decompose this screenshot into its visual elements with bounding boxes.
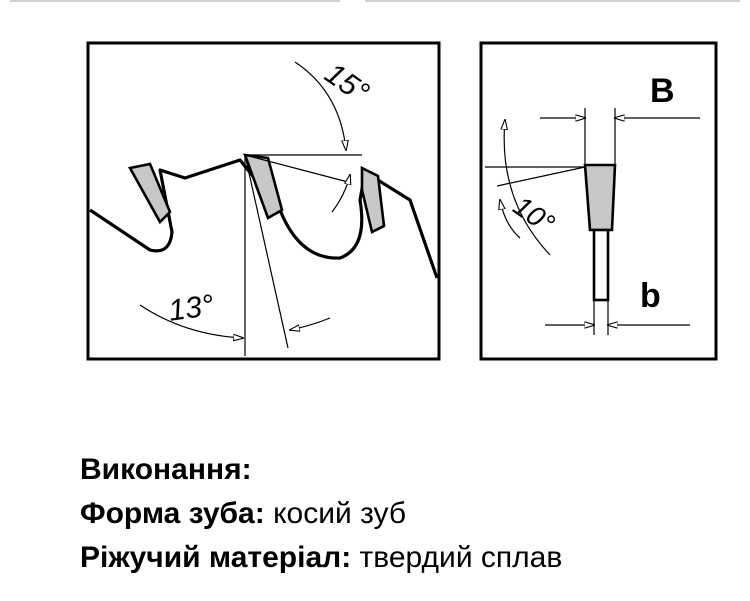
tooth-profile-panel: 15° 13°: [86, 41, 441, 361]
tooth-form-value: косий зуб: [273, 497, 407, 530]
saw-tooth-diagram: 15° 13° B b 10°: [86, 41, 718, 361]
carbide-tip-2: [243, 153, 284, 220]
top-bevel-line: [244, 154, 349, 183]
angle-arc-13-right: [290, 317, 331, 330]
angle-label-15: 15°: [319, 57, 375, 110]
angle-label-10: 10°: [508, 190, 560, 240]
cutting-material-label: Ріжучий матеріал:: [80, 541, 352, 574]
top-rule-left: [10, 0, 340, 2]
tip-cross-section: [583, 163, 617, 232]
top-rule-right: [365, 0, 740, 2]
dimension-label-b: b: [640, 277, 661, 315]
caption-heading-line: Виконання:: [80, 448, 562, 492]
angle-arc-10: [504, 120, 551, 256]
angle-arc-13: [139, 304, 243, 338]
carbide-tip-3: [360, 165, 386, 234]
angle-label-13: 13°: [166, 289, 216, 328]
tooth-form-line: Форма зуба: косий зуб: [80, 492, 562, 536]
caption-heading: Виконання:: [80, 453, 252, 486]
angle-arc-15-lower: [331, 175, 350, 213]
plate-cross-section: [592, 228, 610, 302]
rake-face-line: [244, 154, 289, 349]
cutting-material-line: Ріжучий матеріал: твердий сплав: [80, 536, 562, 580]
dimension-label-B: B: [650, 72, 675, 110]
cross-section-panel: B b 10°: [479, 41, 718, 361]
angle-arc-15: [294, 61, 346, 150]
side-clearance-line: [496, 166, 586, 187]
right-panel-frame: [479, 41, 718, 361]
specification-caption: Виконання: Форма зуба: косий зуб Ріжучий…: [80, 448, 562, 580]
left-panel-frame: [86, 41, 441, 361]
angle-arc-10-lower: [500, 200, 521, 239]
carbide-tip-1: [127, 162, 172, 225]
saw-body-outline: [89, 158, 438, 279]
cutting-material-value: твердий сплав: [359, 541, 563, 574]
tooth-form-label: Форма зуба:: [80, 497, 265, 530]
